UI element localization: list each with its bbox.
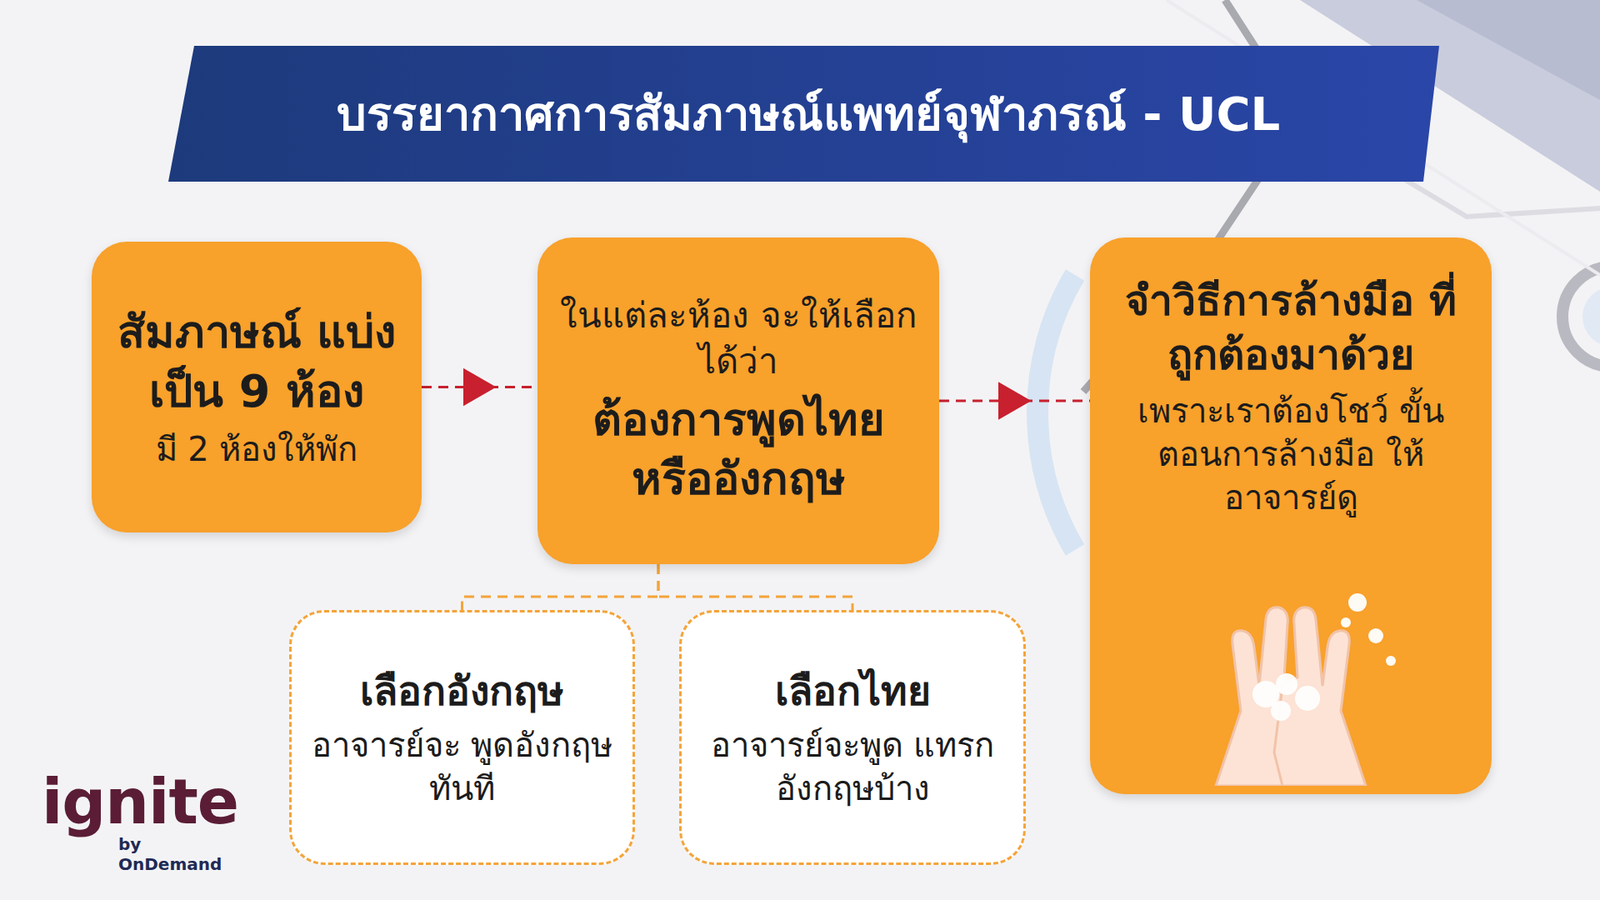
box-body: อาจารย์จะพูด แทรกอังกฤษบ้าง: [700, 723, 1005, 810]
box-heading: จำวิธีการล้างมือ ที่ถูกต้องมาด้วย: [1111, 274, 1470, 383]
soap-bubble: [1275, 673, 1298, 695]
soap-bubble: [1385, 655, 1396, 666]
box-heading: ในแต่ละห้อง จะให้เลือกได้ว่า: [559, 293, 918, 385]
soap-bubble: [1270, 700, 1291, 721]
box-heading: สัมภาษณ์ แบ่งเป็น 9 ห้อง: [113, 303, 400, 420]
soap-bubble: [1340, 617, 1351, 628]
option-box: เลือกไทยอาจารย์จะพูด แทรกอังกฤษบ้าง: [679, 610, 1026, 865]
logo-tagline: by OnDemand: [118, 834, 234, 875]
title-band: [168, 45, 1440, 182]
process-box: สัมภาษณ์ แบ่งเป็น 9 ห้องมี 2 ห้องให้พัก: [91, 241, 422, 533]
title-holder: บรรยากาศการสัมภาษณ์แพทย์จุฬาภรณ์ - UCL: [191, 45, 1425, 182]
handwash-illustration: [1182, 585, 1400, 786]
box-body: มี 2 ห้องให้พัก: [155, 427, 359, 471]
logo: igniteby OnDemand: [41, 770, 234, 875]
soap-bubble: [1368, 628, 1384, 644]
decor-ring: [1582, 286, 1600, 347]
right-hand: [1274, 607, 1366, 786]
box-body: อาจารย์จะ พูดอังกฤษทันที: [310, 723, 615, 810]
box-body: ต้องการพูดไทย หรืออังกฤษ: [559, 390, 918, 508]
process-box: จำวิธีการล้างมือ ที่ถูกต้องมาด้วยเพราะเร…: [1090, 237, 1492, 795]
title-text: บรรยากาศการสัมภาษณ์แพทย์จุฬาภรณ์ - UCL: [336, 76, 1281, 151]
decor-arc: [1037, 275, 1075, 550]
process-box: ในแต่ละห้อง จะให้เลือกได้ว่าต้องการพูดไท…: [537, 237, 940, 565]
box-heading: เลือกไทย: [775, 665, 931, 717]
soap-bubble: [1348, 593, 1367, 612]
branch-line: [462, 564, 660, 610]
box-body: เพราะเราต้องโชว์ ขั้นตอนการล้างมือ ให้อา…: [1111, 389, 1470, 520]
flow-arrow: [421, 385, 538, 389]
branch-line: [658, 564, 853, 610]
box-heading: เลือกอังกฤษ: [360, 665, 565, 717]
soap-bubble: [1295, 685, 1320, 711]
flow-arrow: [939, 400, 1090, 403]
decor-ring: [1562, 266, 1600, 367]
logo-wordmark: ignite: [41, 770, 234, 833]
corner-shape: [1416, 0, 1600, 100]
option-box: เลือกอังกฤษอาจารย์จะ พูดอังกฤษทันที: [289, 610, 635, 865]
